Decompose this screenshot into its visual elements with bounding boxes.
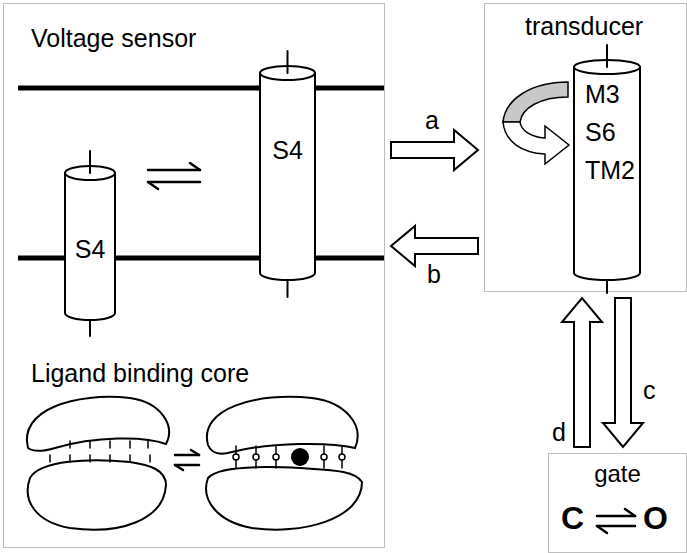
ligand: [291, 448, 309, 466]
block-arrow: [391, 130, 478, 170]
bond-dot: [321, 454, 327, 460]
equilibrium-arrow: [148, 181, 200, 184]
binding-site-tick: [89, 441, 91, 448]
arrow-label: a: [425, 106, 439, 135]
equilibrium-arrow: [597, 515, 635, 518]
binding-site-tick: [147, 441, 149, 448]
equilibrium-arrow: [175, 465, 183, 470]
helix-cylinder: M3 S6 TM2: [573, 45, 641, 293]
cylinder-body: [574, 67, 640, 280]
panel-heading: Ligand binding core: [31, 359, 249, 388]
bond-dot: [253, 454, 259, 460]
orientation-tick: [287, 280, 289, 297]
s4-cylinder: S4: [259, 51, 316, 297]
binding-site-tick: [129, 441, 131, 448]
s4-cylinder: S4: [64, 151, 116, 336]
binding-site-tick: [109, 455, 111, 462]
arrow-label: c: [643, 376, 656, 405]
block-arrow: [562, 298, 602, 447]
state-label: O: [643, 500, 668, 537]
equilibrium-arrow: [190, 163, 200, 170]
block-arrow: [603, 298, 643, 447]
sensor-illustration: [18, 88, 384, 530]
bond-dot: [233, 454, 239, 460]
binding-site-tick: [69, 455, 71, 462]
equilibrium-arrow: [625, 509, 635, 516]
gate-panel: gateC O: [548, 453, 687, 553]
equilibrium-arrow: [597, 526, 607, 533]
orientation-tick: [89, 320, 91, 336]
orientation-tick: [606, 280, 608, 293]
binding-site-tick: [149, 455, 151, 462]
cyl-art: [259, 51, 316, 297]
arrow-label: b: [427, 260, 441, 289]
cylinder-body: [65, 173, 115, 320]
equilibrium-arrow: [597, 525, 635, 528]
sensor-panel: Voltage sensorLigand binding coreS4S4: [3, 3, 385, 548]
equilibrium-arrow: [148, 169, 200, 172]
helix-label: M3 S6 TM2: [585, 75, 635, 189]
binding-site-tick: [129, 455, 131, 462]
binding-lobe: [206, 467, 362, 530]
equilibrium-arrow: [148, 182, 158, 189]
panel-heading: gate: [594, 460, 641, 488]
helix-label: S4: [75, 235, 106, 264]
state-label: C: [561, 500, 584, 537]
binding-site-tick: [109, 441, 111, 448]
orientation-tick: [287, 51, 289, 73]
transducer-panel: transducer M3 S6 TM2: [484, 3, 687, 292]
helix-label: S4: [272, 136, 303, 165]
rotation-arrow: [503, 82, 569, 164]
orientation-tick: [606, 45, 608, 67]
rotation-arrow-head: [503, 122, 569, 164]
panel-heading: transducer: [525, 12, 643, 41]
panel-heading: Voltage sensor: [31, 24, 196, 53]
binding-lobe: [28, 460, 166, 529]
binding-lobe: [27, 397, 169, 451]
bond-dot: [273, 454, 279, 460]
binding-site-tick: [89, 455, 91, 462]
cylinder-body: [260, 73, 315, 280]
rotation-arrow-tail: [503, 82, 568, 122]
membrane-line: [18, 86, 384, 91]
arrow-label: d: [552, 418, 566, 447]
binding-site-tick: [69, 441, 71, 448]
panel-art: [4, 4, 386, 549]
equilibrium-arrow: [191, 450, 199, 455]
bond-dot: [339, 454, 345, 460]
binding-site-tick: [49, 455, 51, 462]
binding-lobe: [207, 397, 358, 454]
orientation-tick: [89, 151, 91, 173]
